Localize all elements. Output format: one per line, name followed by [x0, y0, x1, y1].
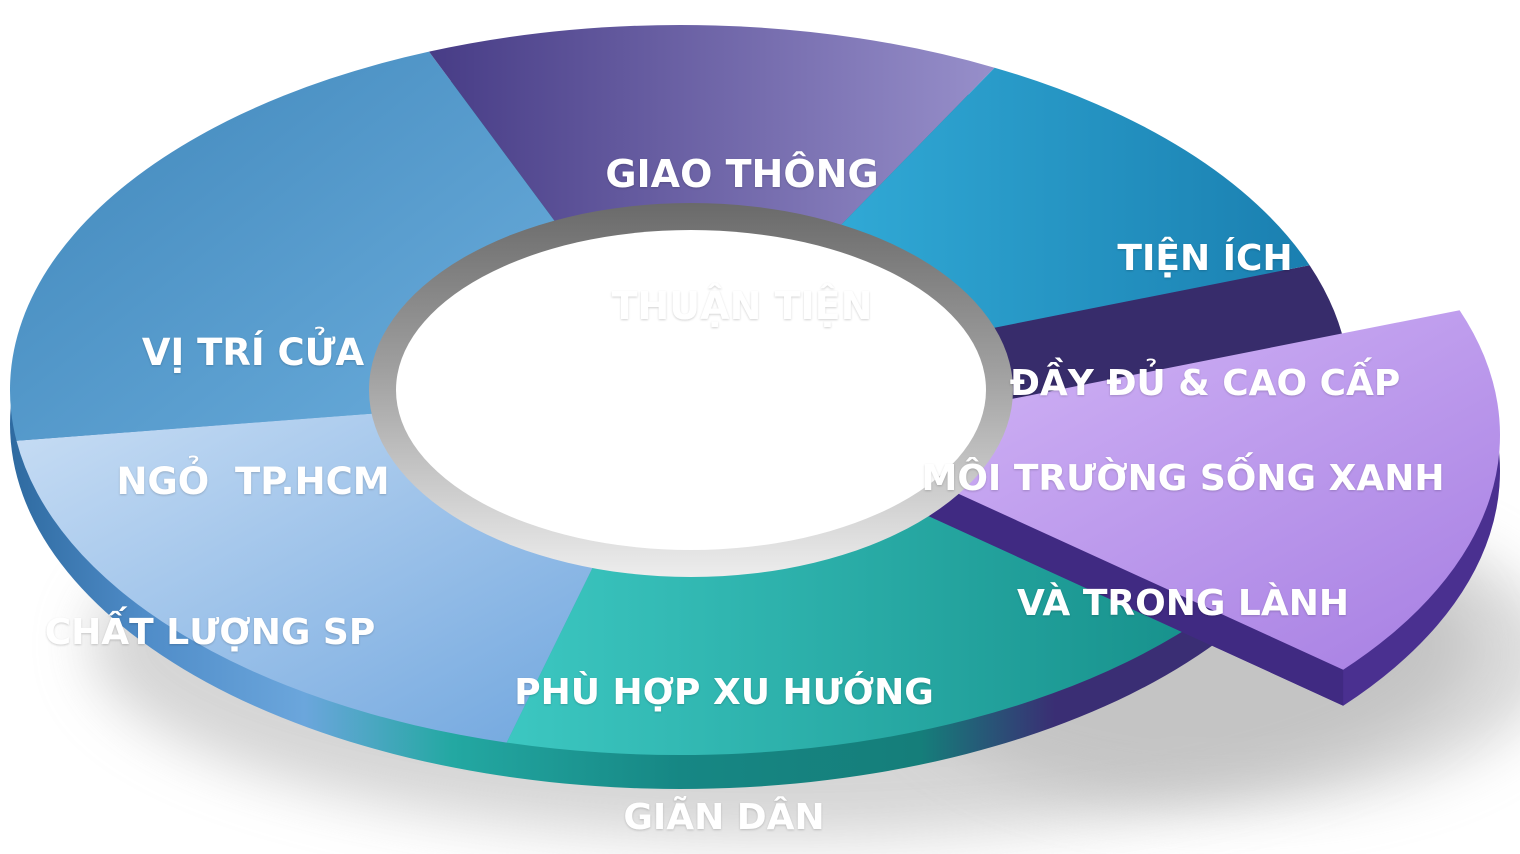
- segment-label-moi-truong: MÔI TRƯỜNG SỐNG XANH VÀ TRONG LÀNH: [833, 374, 1520, 708]
- pie-segment-moi-truong-exploded: [830, 310, 1501, 706]
- segment-label-vi-tri: VỊ TRÍ CỬA NGỎ TP.HCM: [53, 246, 453, 589]
- label-line: MÔI TRƯỜNG SỐNG XANH: [921, 457, 1445, 499]
- exploded-slice-edge: [830, 435, 1344, 706]
- label-line: ĐẦY ĐỦ & CAO CẤP: [1009, 362, 1401, 404]
- segment-label-tien-ich: TIỆN ÍCH ĐẦY ĐỦ & CAO CẤP: [905, 154, 1505, 488]
- exploded-slice-top: [830, 310, 1501, 670]
- segment-label-phu-hop: PHÙ HỢP XU HƯỚNG GIÃN DÂN: [474, 588, 974, 854]
- label-line: TIỆN ÍCH: [1117, 237, 1293, 279]
- label-line: VÀ TRONG LÀNH: [1017, 582, 1349, 624]
- label-line: VỊ TRÍ CỬA: [141, 330, 365, 374]
- label-line: CHẤT LƯỢNG SP: [44, 611, 376, 653]
- label-line: GIÃN DÂN: [623, 796, 825, 838]
- segment-label-giao-thong: GIAO THÔNG THUẬN TIỆN: [492, 64, 992, 417]
- label-line: NGỎ TP.HCM: [116, 459, 390, 503]
- label-line: THUẬN TIỆN: [611, 284, 873, 329]
- segment-label-chat-luong: CHẤT LƯỢNG SP: [10, 528, 410, 737]
- label-line: PHÙ HỢP XU HƯỚNG: [514, 671, 934, 713]
- label-line: GIAO THÔNG: [605, 152, 879, 197]
- center-disc: [396, 230, 986, 550]
